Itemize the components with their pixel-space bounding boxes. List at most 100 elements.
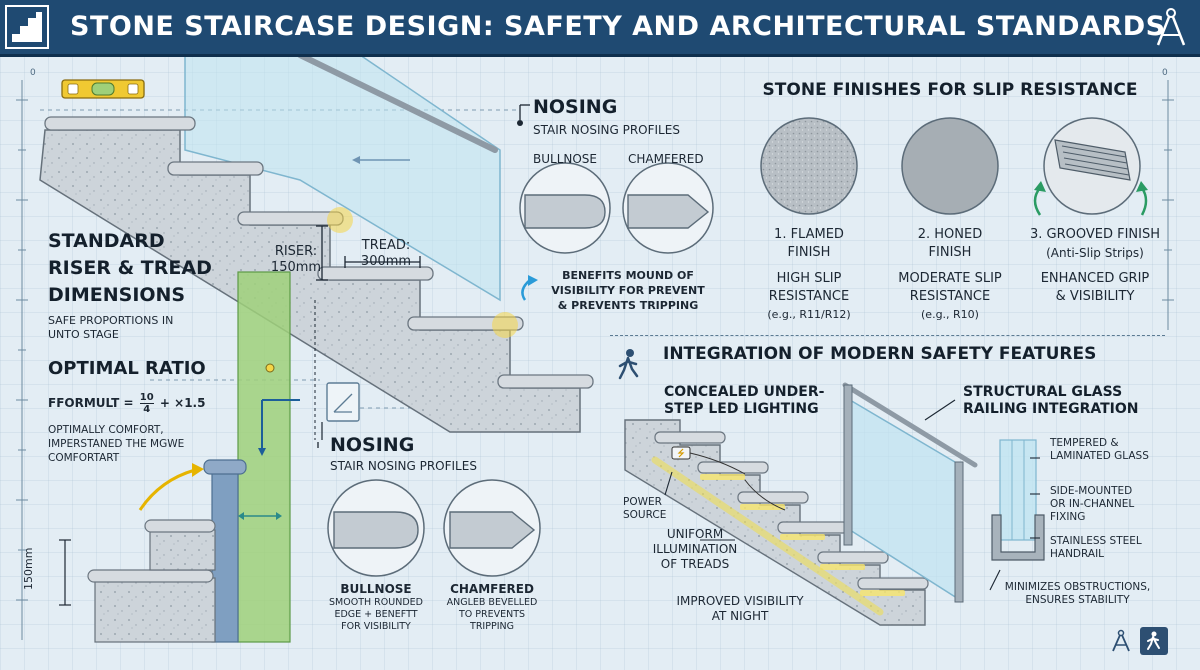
finish-swatches [760, 117, 1148, 216]
curved-arrow [138, 468, 196, 511]
finish-flamed-name2: FINISH [787, 245, 831, 260]
bullnose-desc-line2: EDGE + BENEFTT [334, 609, 418, 620]
green-support-zone [237, 271, 291, 643]
finish-honed-desc1: MODERATE SLIP [898, 271, 1002, 286]
nosing-bottom-title: NOSING [330, 434, 415, 456]
optimal-ratio-title: OPTIMAL RATIO [48, 358, 206, 379]
lower-left-stairs [59, 519, 216, 643]
nosing-bottom-callout [317, 442, 541, 577]
title-banner: STONE STAIRCASE DESIGN: SAFETY AND ARCHI… [0, 0, 1200, 57]
visibility-line2: AT NIGHT [711, 609, 769, 623]
power-source-line2: SOURCE [623, 509, 667, 521]
finish-flamed-rating: (e.g., R11/R12) [767, 308, 851, 321]
glass-handrail [297, 52, 498, 153]
main-staircase [39, 116, 594, 433]
formula-suffix: + ×1.5 [159, 396, 206, 410]
ruler-zero-right: 0 [1162, 68, 1168, 78]
finishes-title: STONE FINISHES FOR SLIP RESISTANCE [762, 80, 1138, 100]
visibility-line1: IMPROVED VISIBILITY [676, 594, 804, 608]
uniform-line1: UNIFORM [666, 527, 724, 541]
nosing-bottom-chamfered-desc: ANGLEB BEVELLED TO PREVENTS TRIPPING [428, 597, 556, 633]
minimizes-line1: MINIMIZES OBSTRUCTIONS, [1004, 581, 1151, 593]
nosing-bottom-subtitle: STAIR NOSING PROFILES [330, 459, 477, 473]
riser-label-line2: 150mm [270, 260, 322, 275]
bullnose-desc-line1: SMOOTH ROUNDED [329, 597, 423, 608]
minimizes-label: MINIMIZES OBSTRUCTIONS, ENSURES STABILIT… [995, 581, 1160, 607]
ratio-note-line3: COMFORTART [48, 452, 120, 464]
finish-grooved-desc2: & VISIBILITY [1055, 289, 1135, 304]
walking-person-icon [618, 349, 639, 380]
led-label: CONCEALED UNDER- STEP LED LIGHTING [664, 384, 824, 418]
formula-denominator: 4 [143, 404, 151, 415]
steel-post [211, 469, 239, 643]
tempered-glass-label: TEMPERED & LAMINATED GLASS [1050, 437, 1149, 463]
nosing-top-title: NOSING [533, 96, 618, 118]
fixing-line1: SIDE-MOUNTED [1050, 485, 1133, 497]
tread-label-line1: TREAD: [361, 238, 411, 253]
finish-flamed-desc1: HIGH SLIP [776, 271, 842, 286]
finish-flamed-desc2: RESISTANCE [768, 289, 850, 304]
safety-glass-railing [842, 382, 978, 603]
dimensions-subtitle-line1: SAFE PROPORTIONS IN [48, 314, 174, 327]
power-source-label: POWER SOURCE [623, 496, 666, 522]
finish-honed-name2: FINISH [928, 245, 972, 260]
left-ruler [16, 80, 28, 640]
uniform-line2: ILLUMINATION [652, 542, 738, 556]
chamfered-desc-line2: TO PREVENTS [458, 609, 526, 620]
tread-label: TREAD: 300mm [350, 238, 422, 270]
nosing-bottom-bullnose: BULLNOSE [340, 582, 412, 596]
riser-label: RISER: 150mm [268, 244, 324, 276]
finish-flamed: 1. FLAMED FINISH HIGH SLIP RESISTANCE (e… [745, 226, 873, 324]
dimensions-title-line2: RISER & TREAD [48, 257, 212, 279]
ruler-zero-left: 0 [30, 68, 36, 78]
nosing-top-callout [517, 104, 714, 301]
finish-honed-rating: (e.g., R10) [921, 308, 979, 321]
side-measure-label: 150mm [22, 547, 35, 590]
ratio-note-line1: OPTIMALLY COMFORT, [48, 424, 164, 436]
nosing-top-benefits-line3: & PREVENTS TRIPPING [557, 299, 699, 312]
formula-numerator: 10 [139, 392, 154, 404]
riser-label-line1: RISER: [274, 244, 318, 259]
nosing-top-chamfered: CHAMFERED [628, 152, 704, 166]
nosing-top-benefits-line2: VISIBILITY FOR PREVENT [551, 284, 705, 297]
right-ruler [1162, 80, 1174, 330]
finish-flamed-name1: 1. FLAMED [774, 227, 844, 242]
stairs-icon [0, 0, 58, 54]
finish-grooved-name: 3. GROOVED FINISH [1029, 227, 1161, 242]
fixing-line3: FIXING [1050, 511, 1086, 523]
fixing-line2: OR IN-CHANNEL [1050, 498, 1135, 510]
chamfered-desc-line3: TRIPPING [470, 621, 514, 632]
ratio-formula: FFORMULT = 10 4 + ×1.5 [48, 392, 205, 415]
nosing-top-benefits-line1: BENEFITS MOUND OF [562, 269, 694, 282]
finish-grooved: 3. GROOVED FINISH (Anti-Slip Strips) ENH… [1025, 226, 1165, 306]
compass-icon [1142, 0, 1200, 54]
glass-channel-detail [991, 439, 1045, 561]
dimensions-title-line3: DIMENSIONS [48, 284, 186, 306]
tempered-line1: TEMPERED & [1050, 437, 1119, 449]
glass-railing-label-line2: RAILING INTEGRATION [963, 401, 1139, 417]
uniform-line3: OF TREADS [660, 557, 730, 571]
page-title: STONE STAIRCASE DESIGN: SAFETY AND ARCHI… [70, 11, 1166, 42]
handrail-line2: HANDRAIL [1050, 548, 1105, 560]
led-label-line1: CONCEALED UNDER- [664, 384, 825, 400]
safety-title: INTEGRATION OF MODERN SAFETY FEATURES [663, 344, 1097, 364]
led-staircase [624, 419, 929, 626]
handrail-label: STAINLESS STEEL HANDRAIL [1050, 535, 1142, 561]
tempered-line2: LAMINATED GLASS [1050, 450, 1149, 462]
blueprint-doc-icon [326, 382, 360, 422]
nosing-top-subtitle: STAIR NOSING PROFILES [533, 123, 680, 137]
power-source-line1: POWER [623, 496, 662, 508]
finish-grooved-sub: (Anti-Slip Strips) [1046, 246, 1144, 260]
chamfered-desc-line1: ANGLEB BEVELLED [446, 597, 538, 608]
finish-grooved-desc1: ENHANCED GRIP [1040, 271, 1150, 286]
glass-railing-label: STRUCTURAL GLASS RAILING INTEGRATION [963, 384, 1138, 418]
fixing-label: SIDE-MOUNTED OR IN-CHANNEL FIXING [1050, 485, 1134, 524]
exit-sign-icon [1140, 627, 1168, 655]
nosing-top-benefits: BENEFITS MOUND OF VISIBILITY FOR PREVENT… [540, 268, 716, 313]
formula-prefix: FFORMULT = [48, 396, 134, 410]
finish-honed: 2. HONED FINISH MODERATE SLIP RESISTANCE… [882, 226, 1018, 324]
dimensions-title-line1: STANDARD [48, 230, 165, 252]
spirit-level-icon [61, 79, 145, 99]
bullnose-desc-line3: FOR VISIBILITY [341, 621, 411, 632]
